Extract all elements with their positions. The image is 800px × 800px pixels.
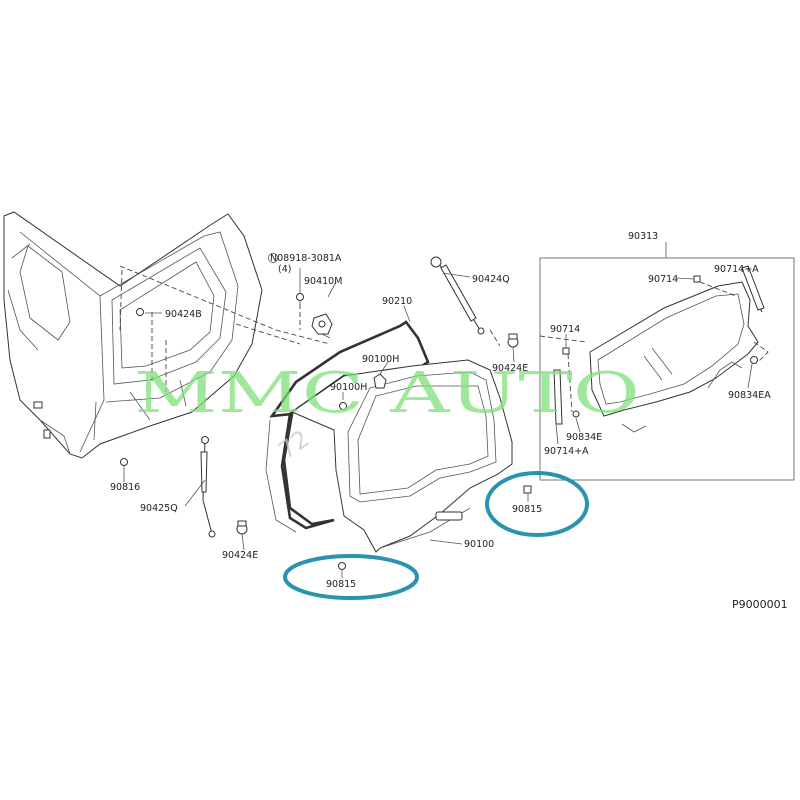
highlight-90815-lower <box>283 554 419 600</box>
label-90424q: 90424Q <box>472 274 510 285</box>
label-n08918-3081a: N08918-3081A <box>270 253 342 264</box>
watermark-subtext: 72 <box>273 424 314 464</box>
label-90424e-left: 90424E <box>222 550 258 561</box>
vehicle-body-rear <box>3 211 263 478</box>
label-90425q: 90425Q <box>140 503 178 514</box>
label-90410m: 90410M <box>304 276 342 287</box>
watermark: MMC AUTO 72 <box>134 361 640 465</box>
hardware-bolts <box>296 293 333 339</box>
label-n08918-quantity: (4) <box>278 264 291 275</box>
label-90834e: 90834E <box>566 432 602 443</box>
label-90100h-upper: 90100H <box>362 354 399 365</box>
label-90816: 90816 <box>110 482 140 493</box>
label-90815-lower: 90815 <box>326 579 356 590</box>
gas-stay-right <box>430 256 519 348</box>
label-90100h-lower: 90100H <box>330 382 367 393</box>
rear-window-glass-box <box>539 257 795 481</box>
highlight-markers <box>283 471 589 600</box>
back-door-panel <box>290 359 532 570</box>
gas-stay-left <box>200 436 248 538</box>
label-90714a-top: 90714+A <box>714 264 759 275</box>
label-90424b: 90424B <box>165 309 202 320</box>
assembly-lines <box>119 265 769 413</box>
label-90424e-right: 90424E <box>492 363 528 374</box>
label-90714a-bottom: 90714+A <box>544 446 589 457</box>
highlight-90815-right <box>485 471 589 537</box>
label-90100: 90100 <box>464 539 494 550</box>
watermark-text: MMC AUTO <box>134 361 640 426</box>
reference-code: P9000001 <box>732 598 788 611</box>
label-90313: 90313 <box>628 231 658 242</box>
door-weatherstrip <box>265 320 430 533</box>
label-90714-top: 90714 <box>648 274 678 285</box>
label-90834ea: 90834EA <box>728 390 771 401</box>
label-90714-left: 90714 <box>550 324 580 335</box>
label-90210: 90210 <box>382 296 412 307</box>
leader-lines <box>123 242 753 578</box>
part-labels: N08918-3081A (4) 90410M 90424Q 90210 901… <box>110 231 771 590</box>
label-90815-right: 90815 <box>512 504 542 515</box>
